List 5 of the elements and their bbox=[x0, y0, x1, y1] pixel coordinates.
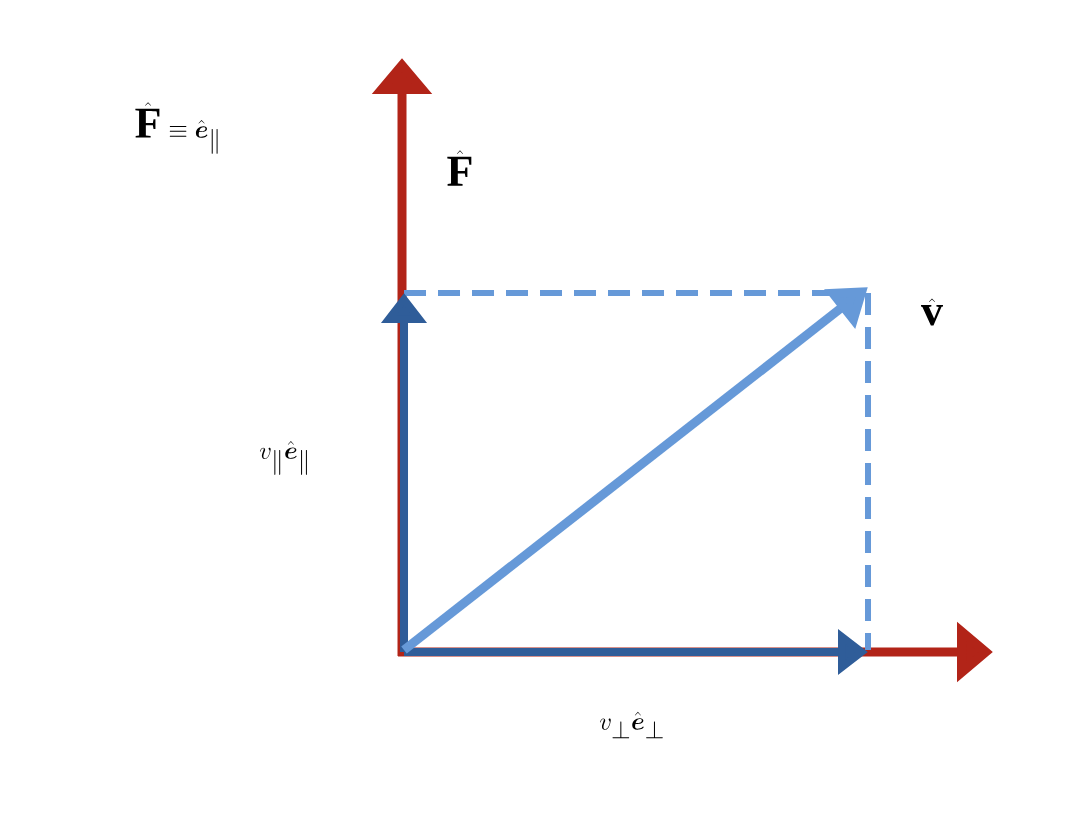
math-label: $\hat{\mathbf{v}}$ bbox=[921, 298, 943, 326]
math-label: $v_{\perp}\hat{\boldsymbol{e}}_{\perp}$ bbox=[600, 711, 663, 739]
math-label: $\hat{\mathbf{F}}$ bbox=[447, 150, 472, 186]
math-label: $v_{\parallel}\hat{\boldsymbol{e}}_{\parallel}$ bbox=[259, 441, 307, 475]
math-label: $\hat{\mathbf{F}} \equiv \hat{\boldsymbol{e}}_{\parallel}$ bbox=[135, 102, 218, 154]
